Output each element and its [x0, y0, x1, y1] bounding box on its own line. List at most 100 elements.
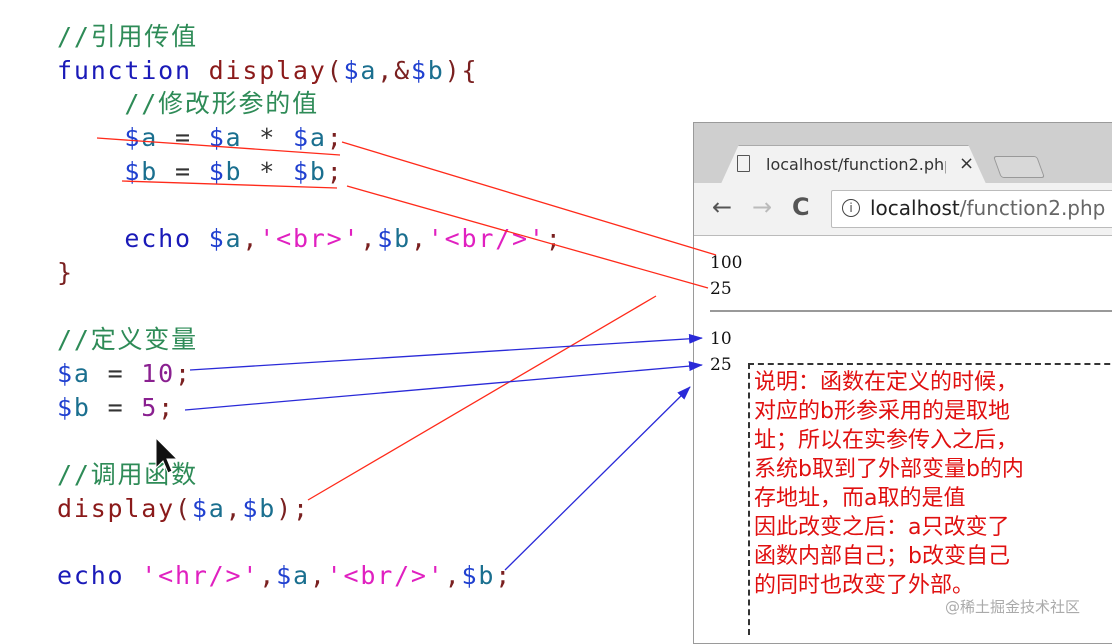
code-token: $ [208, 123, 226, 153]
annotation-box [748, 363, 1112, 635]
code-token: , [309, 561, 327, 590]
horizontal-rule [710, 310, 1112, 312]
code-token: $ [276, 561, 293, 590]
code-token: display [208, 55, 327, 85]
code-token: echo [57, 561, 142, 590]
code-line: $b = $b * $b; [57, 155, 563, 189]
code-token: $ [208, 224, 226, 254]
code-token: $ [124, 123, 142, 153]
note-line: 的同时也改变了外部。 [754, 573, 975, 598]
code-line: echo '<hr/>',$a,'<br/>',$b; [57, 559, 563, 593]
code-token: $ [191, 493, 209, 523]
code-line: $a = 10; [57, 357, 563, 391]
code-token: a [225, 224, 243, 254]
code-token: a [141, 123, 159, 153]
browser-window: localhost/function2.php × ← → C i localh… [693, 122, 1112, 644]
code-token: b [225, 156, 243, 186]
code-token: , [444, 561, 462, 590]
code-token: b [141, 156, 159, 186]
url-host: localhost [870, 196, 960, 220]
red-arrow [341, 141, 717, 256]
code-token: $ [461, 561, 479, 590]
code-token: ( [326, 55, 344, 85]
red-arrow [96, 137, 341, 156]
note-line: 址；所以在实参传入之后， [754, 428, 1019, 453]
code-token: ; [174, 358, 192, 388]
code-token: b [478, 561, 496, 590]
code-token: '<hr/>' [141, 561, 260, 590]
browser-tab[interactable] [720, 145, 987, 186]
code-token: $ [57, 392, 74, 422]
note-line: 系统b取到了外部变量b的内 [754, 457, 1024, 482]
code-token: '<br/>' [427, 224, 546, 254]
code-token: a [309, 123, 327, 153]
code-token: b [427, 55, 445, 85]
code-token: , [242, 224, 260, 254]
note-line: 对应的b形参采用的是取地 [754, 399, 1010, 424]
code-token: //修改形参的值 [57, 89, 319, 119]
blue-arrow [189, 333, 703, 371]
code-line: $b = 5; [57, 391, 563, 425]
code-token: ); [276, 493, 310, 523]
code-token: ){ [444, 55, 479, 85]
page-output: 100 25 10 25 [710, 251, 742, 378]
note-line: 因此改变之后：a只改变了 [754, 515, 1010, 540]
code-line: //调用函数 [57, 458, 563, 492]
red-arrow [307, 295, 657, 501]
code-token: = [90, 392, 142, 422]
code-token: ,& [377, 55, 411, 85]
output-line: 25 [710, 354, 732, 375]
toolbar: ← → C i localhost/function2.php [694, 183, 1112, 236]
code-token: } [57, 257, 74, 287]
code-token: '<br/>' [326, 561, 445, 590]
code-token: b [73, 392, 91, 422]
blue-arrow [184, 361, 703, 411]
code-token: $ [124, 156, 142, 186]
annotation-text: 说明：函数在定义的时候， 对应的b形参采用的是取地 址；所以在实参传入之后， 系… [754, 368, 1104, 600]
code-token: $ [377, 224, 395, 254]
info-icon[interactable]: i [842, 199, 860, 217]
note-line: 说明：函数在定义的时候， [754, 370, 1019, 395]
code-line: //修改形参的值 [57, 87, 563, 121]
tab-title[interactable]: localhost/function2.php [766, 155, 946, 174]
code-token: echo [57, 224, 209, 254]
blue-arrow [504, 386, 691, 571]
code-token: 5 [141, 392, 159, 422]
red-arrow [346, 185, 709, 289]
forward-icon[interactable]: → [752, 193, 773, 221]
code-token: $ [343, 55, 361, 85]
annotation-arrows [96, 137, 717, 571]
code-token: $ [208, 156, 226, 186]
close-tab-icon[interactable]: × [959, 153, 975, 174]
output-line: 25 [710, 278, 732, 299]
code-token: , [259, 561, 277, 590]
code-line: $a = $a * $a; [57, 121, 563, 155]
code-token: 10 [141, 358, 175, 388]
back-icon[interactable]: ← [712, 193, 733, 221]
code-token: $ [410, 55, 428, 85]
code-token: a [292, 561, 310, 590]
code-token: //引用传值 [57, 22, 198, 51]
output-line: 100 [710, 253, 743, 273]
code-token: $ [292, 156, 310, 186]
code-token: $ [242, 493, 260, 523]
note-line: 存地址，而a取的是值 [754, 486, 966, 511]
red-arrow [121, 180, 338, 189]
code-line: } [57, 256, 563, 290]
code-line: echo $a,'<br>',$b,'<br/>'; [57, 222, 563, 256]
code-token: $ [292, 123, 310, 153]
reload-icon[interactable]: C [792, 193, 810, 221]
address-bar[interactable]: i localhost/function2.php [831, 190, 1112, 228]
code-token: a [360, 55, 378, 85]
code-token: ; [158, 392, 175, 422]
code-token: ( [174, 493, 192, 523]
code-token: '<br>' [259, 224, 361, 254]
code-token: * [242, 156, 293, 186]
code-token: , [225, 493, 243, 523]
code-token: ; [326, 156, 344, 186]
note-line: 函数内部自己；b改变自己 [754, 544, 1010, 569]
code-token: * [242, 123, 293, 153]
code-line: //定义变量 [57, 323, 563, 357]
code-token: a [73, 358, 91, 388]
